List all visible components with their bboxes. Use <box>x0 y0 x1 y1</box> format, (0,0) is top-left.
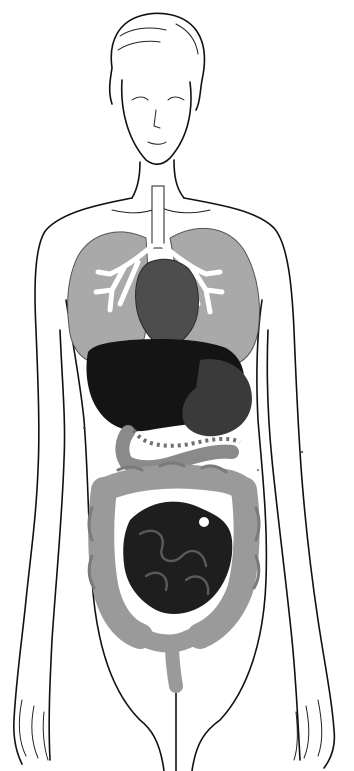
duodenum <box>122 430 240 467</box>
right-inner-arm <box>267 330 300 760</box>
trachea <box>152 186 164 248</box>
left-inner-arm <box>49 330 64 760</box>
left-hand <box>19 700 48 760</box>
rectum <box>140 634 200 686</box>
hair-strands <box>118 24 198 54</box>
face <box>122 80 191 164</box>
nose <box>154 110 160 128</box>
small-intestine <box>123 502 232 614</box>
mouth <box>148 142 166 144</box>
eyes <box>132 97 184 100</box>
